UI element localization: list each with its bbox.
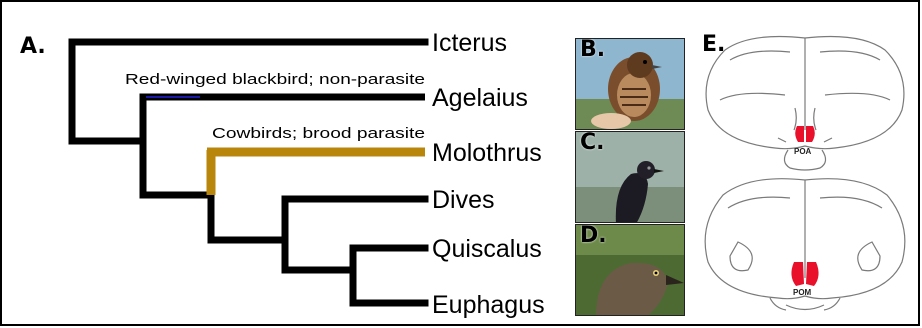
region-pom-left [791,262,804,286]
brain-sections: POA POM [690,30,920,320]
taxon-dives: Dives [432,186,495,214]
panel-c-letter: C. [580,131,605,155]
region-poa-left [795,126,804,142]
photo-cowbird: C. [575,131,685,223]
taxon-molothrus: Molothrus [432,139,542,167]
phylogenetic-tree: Red-winged blackbird; non-parasite Cowbi… [0,0,560,328]
taxon-quiscalus: Quiscalus [432,235,542,263]
region-pom-right [806,262,819,286]
taxon-icterus: Icterus [432,29,507,57]
region-poa-right [806,126,815,142]
panel-b-letter: B. [580,38,605,62]
panel-d-letter: D. [580,224,607,248]
photo-red-winged-blackbird: B. [575,38,685,130]
annotation-red-winged: Red-winged blackbird; non-parasite [125,71,425,88]
photo-grackle: D. [575,224,685,316]
taxon-agelaius: Agelaius [432,84,528,112]
label-pom: POM [793,288,812,297]
taxon-euphagus: Euphagus [432,291,545,319]
annotation-cowbirds: Cowbirds; brood parasite [212,125,425,142]
label-poa: POA [794,147,812,156]
